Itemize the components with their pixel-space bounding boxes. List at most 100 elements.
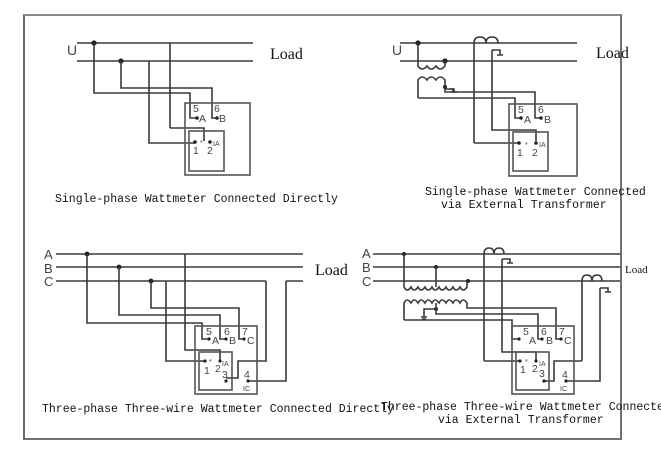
meter-inner-box (198, 351, 233, 391)
terminal-ia: IA (222, 361, 229, 368)
source-label-c: C (362, 274, 371, 289)
junction-dot (517, 337, 521, 341)
ground-mark (600, 287, 611, 293)
terminal-2: 2 (532, 147, 538, 159)
terminal-7: 7 (559, 326, 565, 338)
terminal-4: 4 (244, 369, 250, 381)
junction-dot (193, 140, 197, 144)
pt-primary-coil (417, 43, 446, 70)
terminal-6: 6 (538, 104, 544, 116)
terminal-a: A (524, 114, 531, 126)
caption-line-1: Three-phase Three-wire Wattmeter Connect… (42, 403, 394, 416)
terminal-5: 5 (193, 103, 199, 115)
junction-dot (215, 116, 219, 120)
meter-outer-box (184, 102, 251, 176)
polarity-mark: * (525, 142, 528, 149)
junction-dot (539, 116, 543, 120)
wire-current-2 (491, 50, 537, 141)
wire-voltage-b (118, 267, 226, 340)
terminal-4: 4 (562, 369, 568, 381)
wire-voltage-a (418, 97, 521, 119)
load-label: Load (270, 46, 303, 63)
polarity-mark: * (200, 140, 203, 147)
junction-dot (242, 337, 246, 341)
wire-current-c-in (226, 281, 267, 379)
terminal-ia: IA (539, 361, 546, 368)
terminal-2: 2 (215, 363, 221, 375)
junction-dot (224, 379, 228, 383)
wire-current-a-out (184, 254, 221, 361)
junction-dot (207, 337, 211, 341)
terminal-b: B (544, 114, 551, 126)
terminal-6: 6 (214, 103, 220, 115)
polarity-mark: * (209, 359, 212, 366)
wire-voltage-b (120, 61, 217, 119)
terminal-3: 3 (222, 369, 228, 381)
load-label: Load (596, 45, 629, 62)
source-label-a: A (362, 246, 371, 261)
junction-dot (203, 359, 207, 363)
panel-single-direct: U Load 5 A 6 B 1 2 IA * Single-phase Wat… (55, 40, 338, 206)
meter-inner-box (512, 131, 549, 172)
meter-inner-box (188, 130, 225, 172)
junction-dot (542, 379, 546, 383)
wire-voltage-b (444, 87, 541, 119)
panel-three-transformer: A B C Load 5 A 6 B 7 C 1 (362, 246, 661, 427)
meter-outer-box (194, 325, 258, 395)
junction-dot (224, 337, 228, 341)
wire-voltage-a (86, 254, 209, 340)
ground-mark (492, 49, 503, 56)
terminal-5: 5 (523, 326, 529, 338)
meter-outer-box (511, 325, 575, 395)
pt-secondary-coil (417, 76, 454, 98)
terminal-1: 1 (517, 147, 523, 159)
source-label-u: U (392, 42, 402, 58)
panel-single-transformer: U Load 5 A 6 B 1 2 IA * Single-phase Wat… (392, 36, 646, 212)
junction-dot (218, 359, 222, 363)
wire-voltage-c (150, 281, 244, 340)
junction-dot (540, 337, 544, 341)
wire-voltage-b (435, 303, 542, 340)
source-label-b: B (362, 260, 371, 275)
terminal-6: 6 (541, 326, 547, 338)
junction-dot (246, 379, 250, 383)
terminal-2: 2 (207, 145, 213, 157)
terminal-3: 3 (539, 368, 545, 380)
junction-dot (519, 116, 523, 120)
terminal-ia: IA (213, 141, 220, 148)
terminal-a: A (529, 335, 536, 347)
wire-current-2 (170, 127, 205, 141)
polarity-mark: * (525, 359, 528, 366)
terminal-2: 2 (532, 363, 538, 375)
load-label: Load (315, 262, 348, 279)
pt-secondary-coil (403, 299, 561, 340)
load-label: Load (625, 264, 648, 276)
terminal-b: B (546, 335, 553, 347)
ground-mark (502, 258, 513, 264)
source-label-c: C (44, 274, 53, 289)
source-label-b: B (44, 261, 53, 276)
panel-three-direct: A B C Load 5 A 6 B 7 C 1 2 3 4 IA IC * T… (42, 247, 394, 416)
terminal-7: 7 (242, 326, 248, 338)
terminal-1: 1 (193, 145, 199, 157)
caption-line-2: via External Transformer (438, 414, 604, 427)
terminal-ic: IC (560, 386, 567, 393)
junction-dot (208, 140, 212, 144)
junction-dot (518, 359, 522, 363)
terminal-a: A (212, 335, 219, 347)
wire-current-c-out (566, 288, 601, 382)
caption-line-2: via External Transformer (441, 199, 607, 212)
junction-dot (195, 116, 199, 120)
ct-coil-c (581, 274, 603, 361)
diagram-frame (23, 14, 622, 440)
junction-dot (559, 337, 563, 341)
terminal-c: C (247, 335, 255, 347)
terminal-ic: IC (243, 386, 250, 393)
wire-current-in (148, 61, 195, 144)
source-label-a: A (44, 247, 53, 262)
terminal-a: A (199, 113, 206, 125)
meter-outer-box (508, 103, 578, 177)
terminal-6: 6 (224, 326, 230, 338)
terminal-1: 1 (204, 365, 210, 377)
